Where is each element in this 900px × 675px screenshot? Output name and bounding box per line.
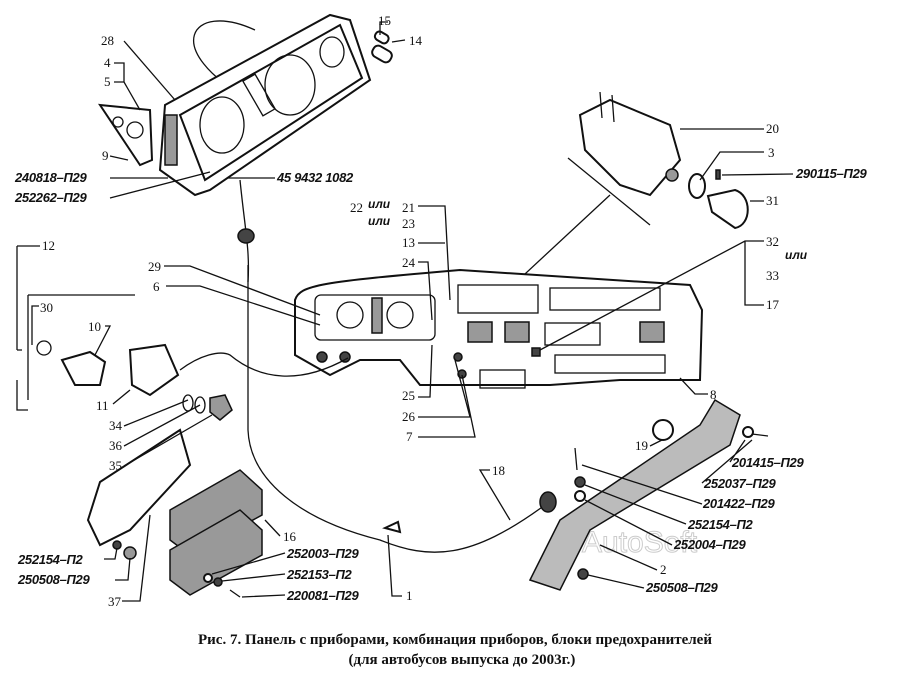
label-22: 22: [350, 200, 363, 215]
label-252154-p2-right: 252154–П2: [687, 517, 754, 532]
label-240818-p29: 240818–П29: [14, 170, 87, 185]
label-201415-p29: 201415–П29: [731, 455, 804, 470]
label-7: 7: [406, 429, 413, 444]
instrument-cluster: [97, 13, 393, 283]
label-5: 5: [104, 74, 111, 89]
label-15: 15: [378, 13, 391, 28]
label-2: 2: [660, 562, 667, 577]
label-29: 29: [148, 259, 161, 274]
label-3: 3: [768, 145, 775, 160]
label-1: 1: [406, 588, 413, 603]
figure-caption-line-2: (для автобусов выпуска до 2003г.): [349, 652, 576, 668]
label-25: 25: [402, 388, 415, 403]
label-11: 11: [96, 398, 109, 413]
label-220081-p29: 220081–П29: [286, 588, 359, 603]
label-35: 35: [109, 458, 122, 473]
fuse-blocks: [112, 469, 263, 598]
speedometer-cable: [247, 265, 557, 553]
label-250508-p29-right: 250508–П29: [645, 580, 718, 595]
label-4: 4: [104, 55, 111, 70]
label-37: 37: [108, 594, 122, 609]
label-252003-p29: 252003–П29: [286, 546, 359, 561]
dashboard-panel: [294, 268, 704, 389]
left-switch-parts: [36, 340, 349, 547]
label-10: 10: [88, 319, 101, 334]
label-34: 34: [109, 418, 123, 433]
switch-assembly: [469, 91, 749, 326]
label-8: 8: [710, 387, 717, 402]
label-20: 20: [766, 121, 779, 136]
label-16: 16: [283, 529, 297, 544]
label-290115-p29: 290115–П29: [795, 166, 868, 181]
label-28: 28: [101, 33, 114, 48]
figure-caption-line-1: Рис. 7. Панель с приборами, комбинация п…: [198, 632, 712, 648]
watermark: AutoSoft: [582, 526, 698, 559]
label-252004-p29: 252004–П29: [673, 537, 746, 552]
label-252262-p29: 252262–П29: [14, 190, 87, 205]
label-36: 36: [109, 438, 123, 453]
label-14: 14: [409, 33, 423, 48]
label-9: 9: [102, 148, 109, 163]
label-201422-p29: 201422–П29: [702, 496, 775, 511]
label-23: 23: [402, 216, 415, 231]
label-ili-2: или: [368, 214, 391, 228]
label-ili-3: или: [785, 248, 808, 262]
label-31: 31: [766, 193, 779, 208]
leader-lines: [16, 21, 794, 602]
label-13: 13: [402, 235, 415, 250]
label-32: 32: [766, 234, 779, 249]
label-ili-1: или: [368, 197, 391, 211]
label-6: 6: [153, 279, 160, 294]
label-19: 19: [635, 438, 648, 453]
label-12: 12: [42, 238, 55, 253]
label-17: 17: [766, 297, 780, 312]
label-21: 21: [402, 200, 415, 215]
label-33: 33: [766, 268, 779, 283]
label-252154-p2-left: 252154–П2: [17, 552, 84, 567]
label-30: 30: [40, 300, 53, 315]
label-45-9432-1082: 45 9432 1082: [276, 170, 354, 185]
label-26: 26: [402, 409, 416, 424]
label-250508-p29-left: 250508–П29: [17, 572, 90, 587]
label-24: 24: [402, 255, 416, 270]
label-18: 18: [492, 463, 505, 478]
pedal-bracket: [528, 398, 769, 591]
label-252153-p2: 252153–П2: [286, 567, 353, 582]
label-252037-p29: 252037–П29: [703, 476, 776, 491]
callout-labels: 28 4 5 15 14 9 240818–П29 252262–П29 45 …: [14, 13, 868, 609]
